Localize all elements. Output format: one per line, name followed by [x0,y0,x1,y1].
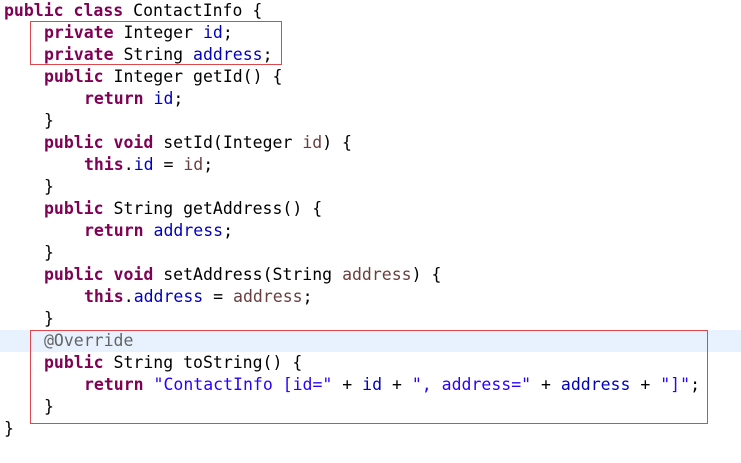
string-literal: ", address=" [411,375,532,394]
dot: . [123,155,134,174]
code-line-13[interactable]: public void setAddress(String address) { [44,264,441,286]
type-name: String [123,45,184,64]
signature-end: ) { [411,265,442,284]
field-name: id [202,23,223,42]
class-declaration: ContactInfo { [133,1,263,20]
code-line-16[interactable]: @Override [44,330,133,352]
semicolon: ; [302,287,313,306]
closing-brace: } [44,309,54,328]
semicolon: ; [222,23,233,42]
string-literal: "]" [660,375,691,394]
code-line-1[interactable]: public class ContactInfo { [4,0,262,22]
assign-operator: = [153,155,184,174]
keyword: public [44,353,104,372]
keyword: void [113,265,154,284]
plus-operator: + [531,375,561,394]
field-name: address [153,221,224,240]
string-literal: "ContactInfo [id=" [153,375,333,394]
code-line-6[interactable]: } [44,110,54,132]
highlight-box-fields [30,21,282,65]
semicolon: ; [223,221,234,240]
keyword: private [44,45,114,64]
keyword: public [44,133,104,152]
highlight-box-tostring [30,330,708,424]
keyword: private [44,23,114,42]
keyword: public [44,199,104,218]
code-line-11[interactable]: return address; [84,220,233,242]
code-line-20[interactable]: } [4,418,14,440]
code-line-9[interactable]: } [44,176,54,198]
method-signature: String getAddress() { [113,199,323,218]
code-line-18[interactable]: return "ContactInfo [id=" + id + ", addr… [84,374,700,396]
closing-brace: } [4,419,14,438]
keyword: return [84,89,144,108]
code-line-15[interactable]: } [44,308,54,330]
dot: . [123,287,134,306]
code-line-5[interactable]: return id; [84,88,183,110]
current-line-highlight [0,330,741,352]
closing-brace: } [44,243,54,262]
type-name: Integer [123,23,194,42]
method-signature: String toString() { [113,353,303,372]
code-line-8[interactable]: this.id = id; [84,154,213,176]
closing-brace: } [44,177,54,196]
signature-end: ) { [322,133,352,152]
code-line-10[interactable]: public String getAddress() { [44,198,322,220]
plus-operator: + [630,375,661,394]
keyword: return [84,221,144,240]
keyword: this [84,287,124,306]
code-line-7[interactable]: public void setId(Integer id) { [44,132,352,154]
code-line-2[interactable]: private Integer id; [44,22,233,44]
field-name: id [362,375,383,394]
semicolon: ; [203,155,214,174]
parameter-name: id [183,155,204,174]
field-name: id [153,89,174,108]
parameter-name: id [302,133,323,152]
field-name: address [193,45,263,64]
code-line-4[interactable]: public Integer getId() { [44,66,282,88]
code-line-14[interactable]: this.address = address; [84,286,313,308]
plus-operator: + [382,375,412,394]
keyword: return [84,375,144,394]
code-line-19[interactable]: } [44,396,54,418]
semicolon: ; [262,45,273,64]
code-line-3[interactable]: private String address; [44,44,273,66]
semicolon: ; [690,375,700,394]
field-name: id [133,155,154,174]
keyword: public [44,265,104,284]
annotation: @Override [44,331,134,350]
keyword: class [73,1,124,20]
keyword: this [84,155,124,174]
keyword: public [44,67,104,86]
field-name: address [560,375,631,394]
field-name: address [133,287,204,306]
closing-brace: } [44,111,54,130]
method-signature: setAddress(String [163,265,333,284]
method-signature: Integer getId() { [113,67,283,86]
plus-operator: + [332,375,363,394]
keyword: void [113,133,154,152]
code-line-12[interactable]: } [44,242,54,264]
method-signature: setId(Integer [163,133,293,152]
closing-brace: } [44,397,54,416]
assign-operator: = [203,287,234,306]
parameter-name: address [233,287,303,306]
semicolon: ; [173,89,184,108]
parameter-name: address [342,265,412,284]
keyword: public [4,1,64,20]
code-line-17[interactable]: public String toString() { [44,352,302,374]
